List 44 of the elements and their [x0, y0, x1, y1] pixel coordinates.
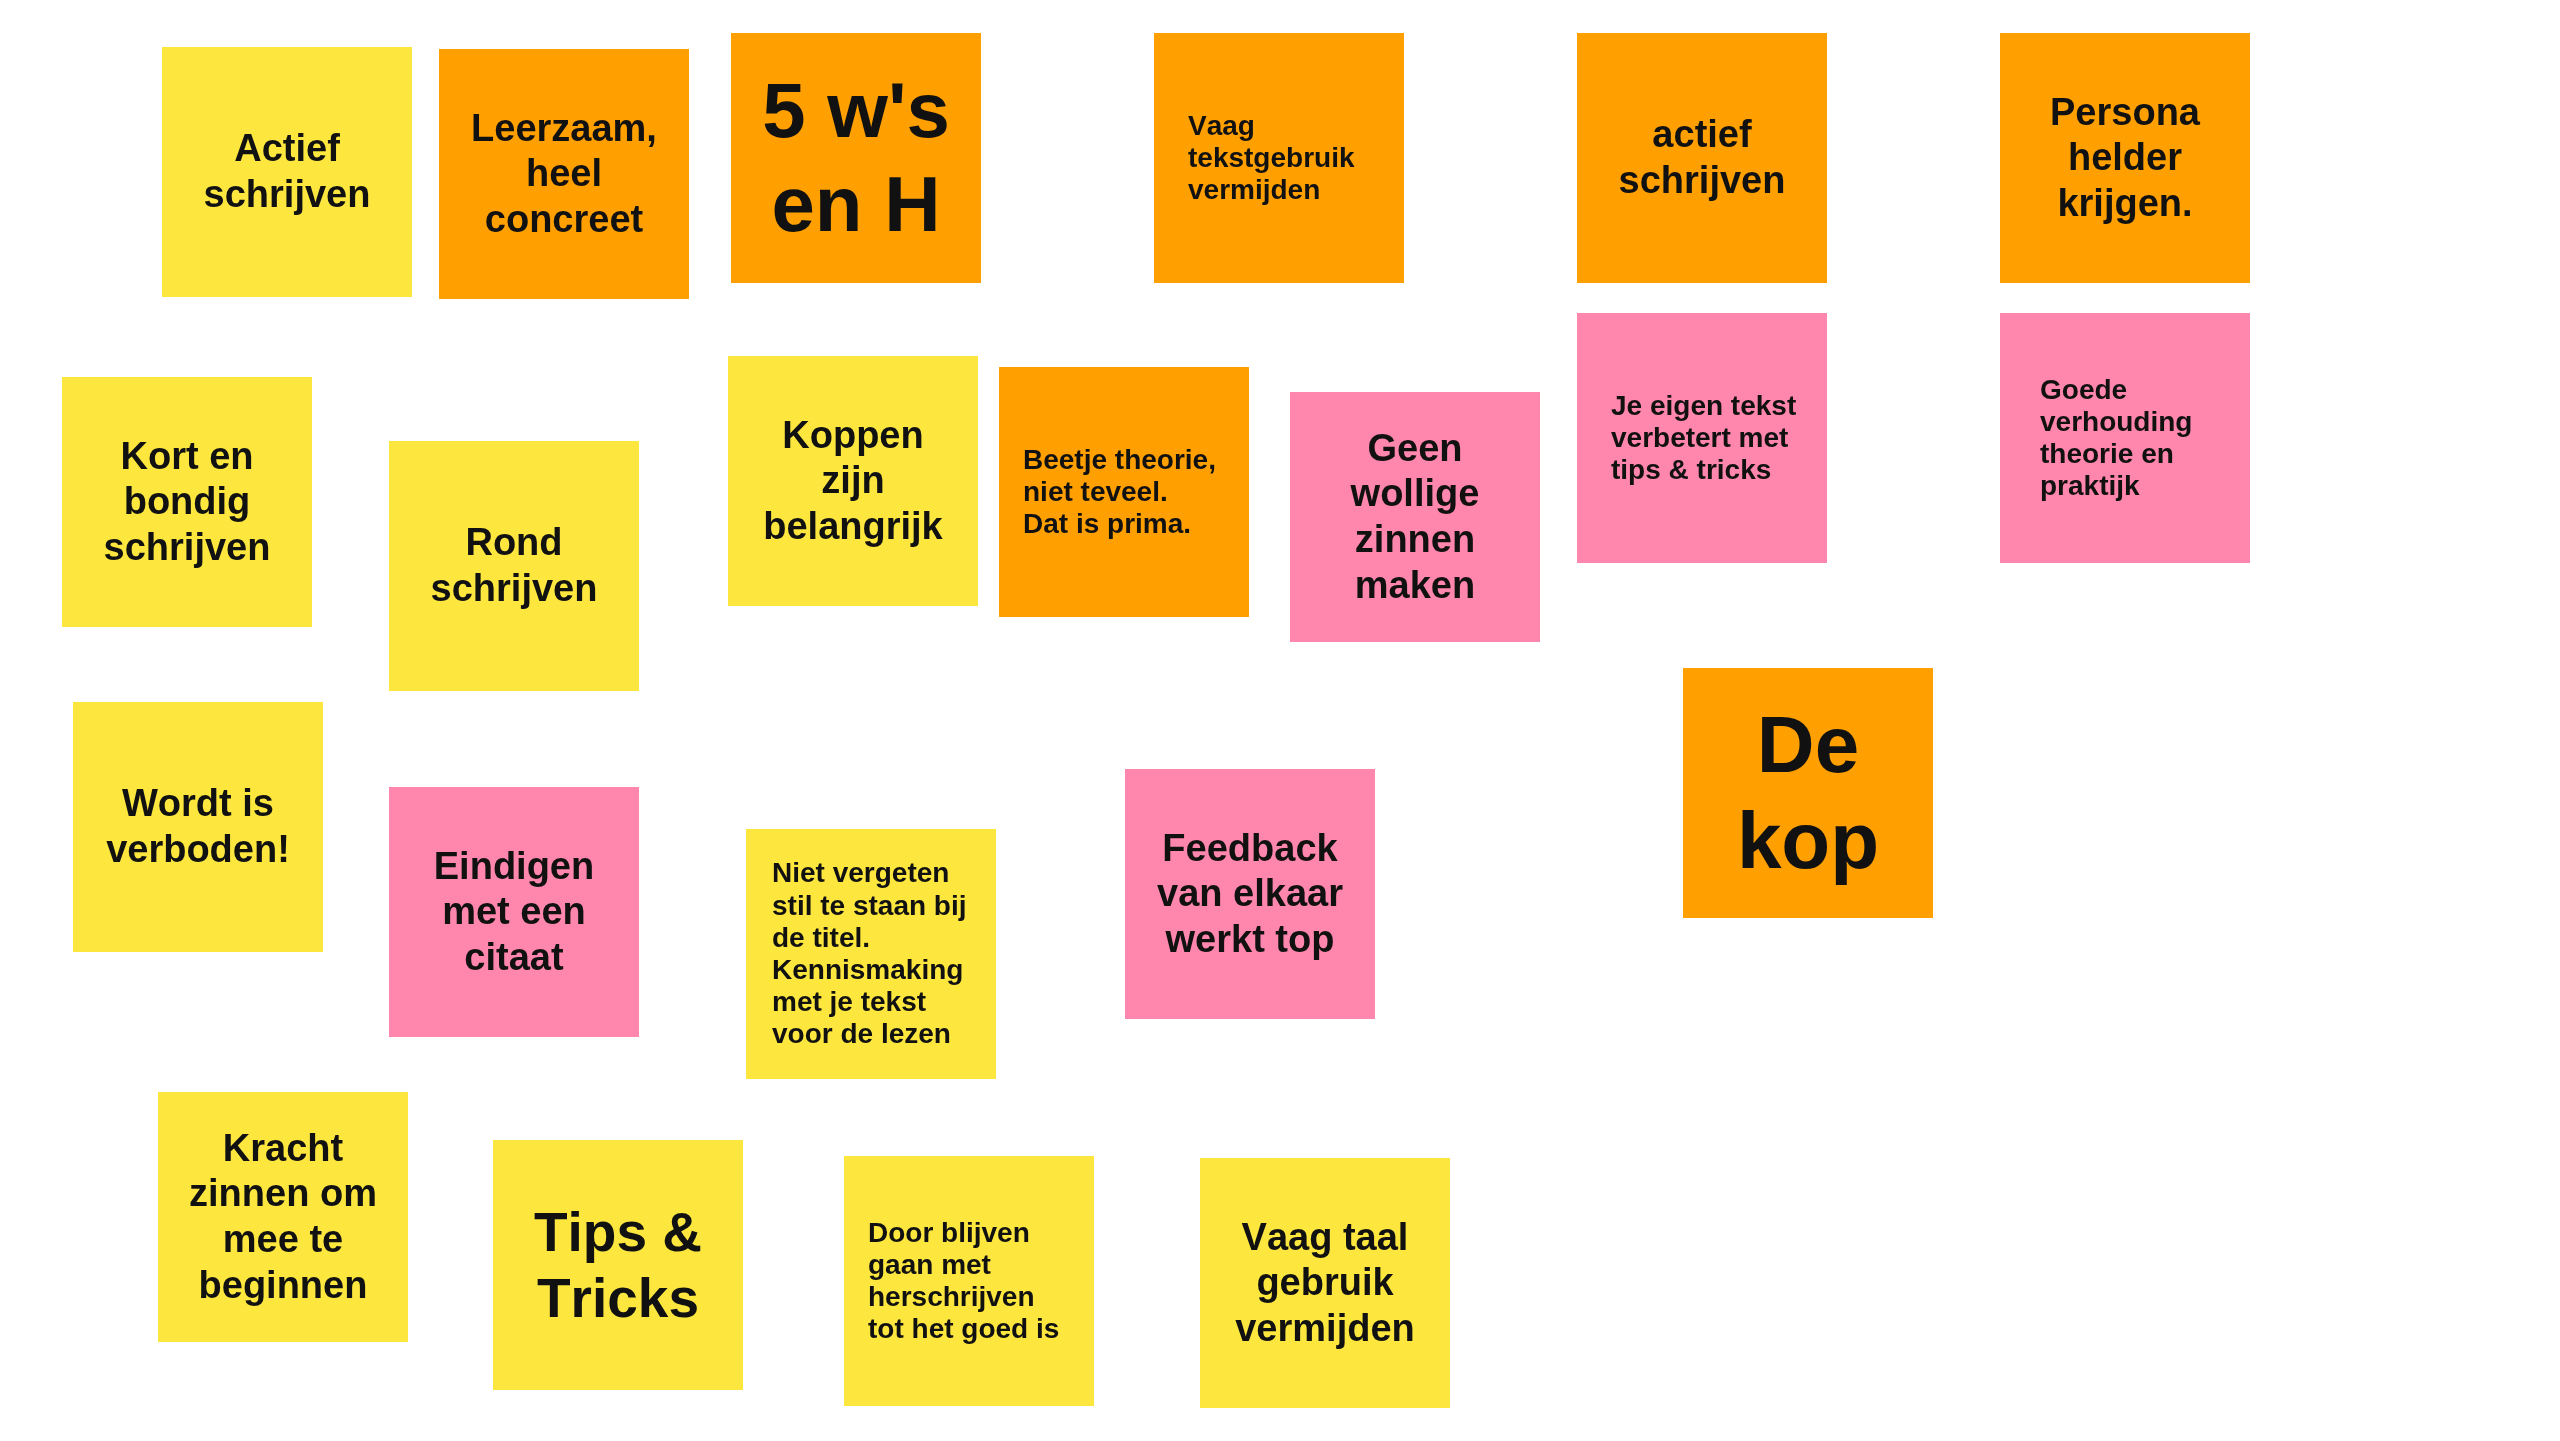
note-text: Kracht zinnen om mee te beginnen: [188, 1125, 378, 1308]
note-text: Eindigen met een citaat: [432, 843, 596, 980]
sticky-note: [493, 1140, 743, 1390]
note-text: Feedback van elkaar werkt top: [1156, 825, 1344, 962]
sticky-note: [73, 702, 323, 952]
sticky-note: [1154, 33, 1404, 283]
note-text: Je eigen tekst verbetert met tips & tricks: [1611, 389, 1798, 487]
note-text: Wordt is verboden!: [105, 781, 291, 872]
note-text: Persona helder krijgen.: [2049, 89, 2201, 226]
sticky-note: [731, 33, 981, 283]
note-text: Geen wollige zinnen maken: [1349, 425, 1481, 608]
sticky-note: [844, 1156, 1094, 1406]
sticky-note: [1200, 1158, 1450, 1408]
note-text: Leerzaam, heel concreet: [470, 105, 658, 242]
sticky-note: [1577, 33, 1827, 283]
note-text: Tips & Tricks: [532, 1200, 704, 1331]
sticky-note: [158, 1092, 408, 1342]
note-text: Rond schrijven: [429, 520, 599, 611]
sticky-note: [62, 377, 312, 627]
note-text: De kop: [1735, 699, 1881, 887]
note-text: Niet vergeten stil te staan bij de titel. Kennismaking met je tekst voor de lezen: [772, 857, 968, 1051]
note-text: Goede verhouding theorie en praktijk: [2040, 373, 2194, 503]
sticky-note: [1290, 392, 1540, 642]
sticky-note: [2000, 33, 2250, 283]
note-text: Beetje theorie, niet teveel. Dat is prima.: [1023, 443, 1217, 541]
sticky-note: [746, 829, 996, 1079]
note-text: Vaag taal gebruik vermijden: [1234, 1214, 1416, 1351]
sticky-note: [1125, 769, 1375, 1019]
note-text: Vaag tekstgebruik vermijden: [1188, 109, 1356, 207]
sticky-note: [439, 49, 689, 299]
note-text: 5 w's en H: [761, 65, 951, 250]
note-text: Actief schrijven: [202, 126, 372, 217]
sticky-note: [999, 367, 1249, 617]
sticky-note: [1577, 313, 1827, 563]
note-text: Koppen zijn belangrijk: [762, 412, 944, 549]
sticky-note: [728, 356, 978, 606]
sticky-note: [1683, 668, 1933, 918]
sticky-note: [389, 787, 639, 1037]
note-text: actief schrijven: [1617, 112, 1787, 203]
note-text: Door blijven gaan met herschrijven tot het goed is: [868, 1216, 1061, 1346]
note-text: Kort en bondig schrijven: [102, 433, 272, 570]
sticky-note: [162, 47, 412, 297]
sticky-note: [389, 441, 639, 691]
sticky-note: [2000, 313, 2250, 563]
